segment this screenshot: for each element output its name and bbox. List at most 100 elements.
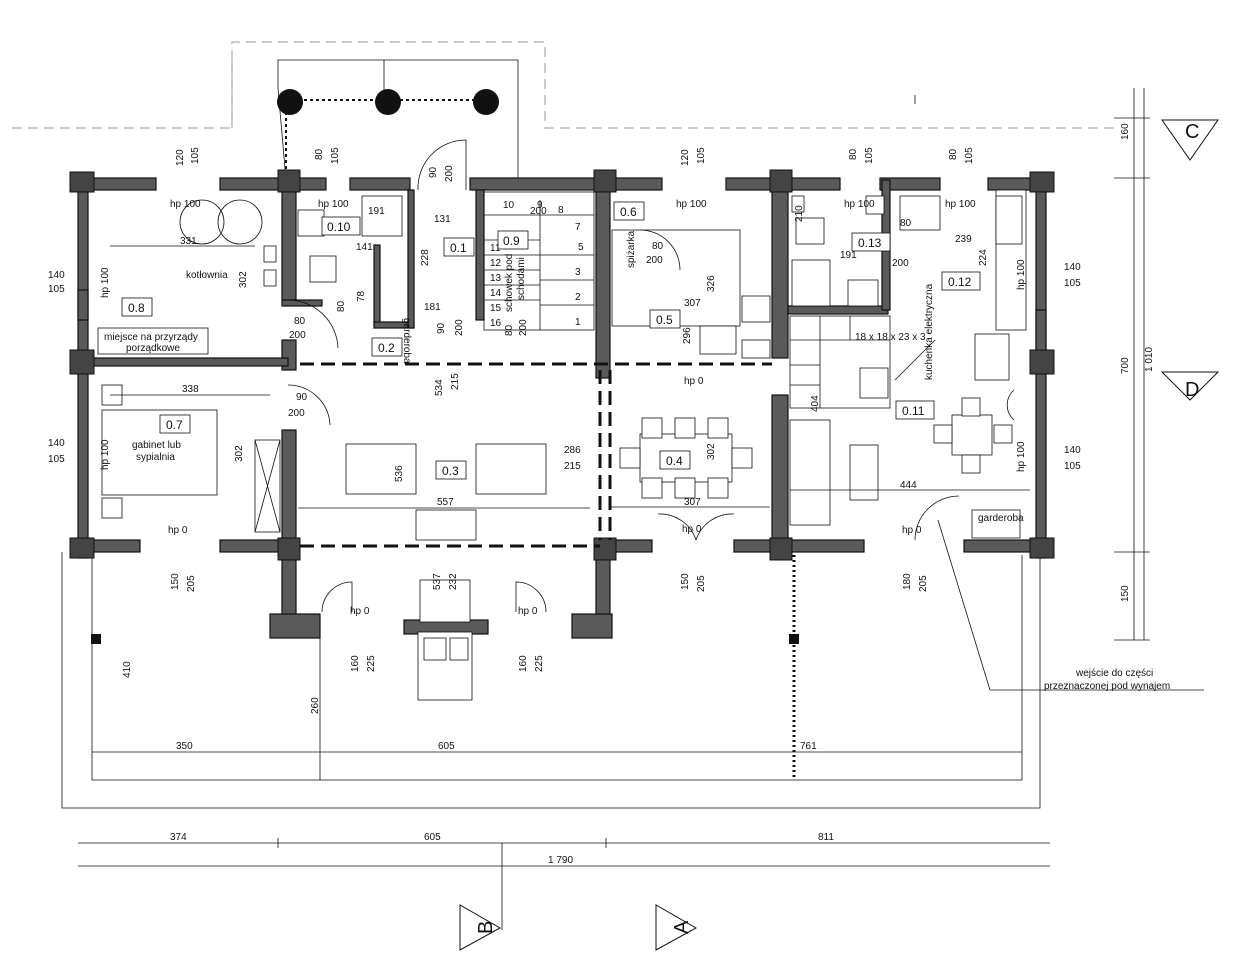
upper-floor-ghost-outline (12, 41, 1120, 129)
stair-step: 12 (490, 258, 502, 269)
dim-text: 80 (504, 324, 515, 336)
dim-text: 80 (314, 148, 325, 160)
entrance-pergola (277, 59, 519, 181)
dim-text: 200 (454, 319, 465, 336)
dim-text: 302 (706, 443, 717, 460)
door-swings (287, 139, 1015, 613)
stair-step: 7 (575, 222, 581, 233)
height-label: hp 0 (518, 606, 538, 617)
height-label: hp 0 (682, 524, 702, 535)
dim-text: 331 (180, 236, 197, 247)
room-id-0-2: 0.2 (378, 341, 395, 355)
dim-text: 160 (350, 655, 361, 672)
column-icon (473, 89, 499, 115)
dim-text: 105 (48, 454, 65, 465)
dim-text: 557 (437, 497, 454, 508)
label-spizarka: spiżarka (626, 230, 637, 268)
dim-text: 761 (800, 741, 817, 752)
dim-text: 80 (848, 148, 859, 160)
height-label: hp 100 (1016, 441, 1027, 472)
dim-text: 205 (696, 575, 707, 592)
dim-text: 90 (436, 322, 447, 334)
dim-text: 1 010 (1144, 347, 1155, 372)
dim-text: 180 (902, 573, 913, 590)
terrace-post (91, 634, 101, 644)
room-id-0-10: 0.10 (327, 220, 351, 234)
stair-step: 16 (490, 318, 502, 329)
dim-text: 141 (356, 242, 373, 253)
label-wejscie-line1: wejście do części (1075, 668, 1153, 679)
dim-text: 105 (1064, 461, 1081, 472)
label-miejsce-line2: porządkowe (126, 343, 180, 354)
dim-text: 105 (1064, 278, 1081, 289)
dim-text: 232 (448, 573, 459, 590)
height-label: hp 0 (168, 525, 188, 536)
dim-text: 307 (684, 497, 701, 508)
height-label: hp 0 (684, 376, 704, 387)
dim-text: 90 (296, 392, 308, 403)
label-schowek-line1: schowek pod (504, 254, 515, 312)
room-id-0-3: 0.3 (442, 464, 459, 478)
room-id-0-12: 0.12 (948, 275, 972, 289)
stair-step: 15 (490, 303, 502, 314)
dim-text: 150 (680, 573, 691, 590)
room-name-kotlownia: kotłownia (186, 270, 228, 281)
stair-step: 10 (503, 200, 515, 211)
height-label: hp 0 (902, 525, 922, 536)
section-c-label: C (1185, 121, 1199, 143)
dim-text: 700 (1120, 357, 1131, 374)
dim-text: 105 (330, 147, 341, 164)
dim-text: 1 790 (548, 855, 573, 866)
staircase-main (483, 191, 595, 331)
stair-step: 14 (490, 288, 502, 299)
room-id-0-4: 0.4 (666, 454, 683, 468)
dim-text: 215 (564, 461, 581, 472)
dim-text: 537 (432, 573, 443, 590)
dim-text: 534 (434, 379, 445, 396)
dim-text: 338 (182, 384, 199, 395)
section-a-label: A (671, 920, 693, 934)
height-label: hp 100 (676, 199, 707, 210)
dim-text: 80 (294, 316, 306, 327)
dim-text: 215 (450, 373, 461, 390)
dim-text: 260 (310, 697, 321, 714)
dim-text: 200 (530, 206, 547, 217)
dim-text: 326 (706, 275, 717, 292)
dim-text: 191 (368, 206, 385, 217)
dim-text: 105 (864, 147, 875, 164)
dim-text: 224 (978, 249, 989, 266)
dim-text: 140 (1064, 262, 1081, 273)
dim-text: 200 (444, 165, 455, 182)
dim-text: 150 (1120, 585, 1131, 602)
dim-text: 225 (366, 655, 377, 672)
height-label: hp 100 (170, 199, 201, 210)
dim-text: 205 (918, 575, 929, 592)
height-label: hp 100 (945, 199, 976, 210)
dim-text: 105 (964, 147, 975, 164)
dim-text: 131 (434, 214, 451, 225)
room-id-0-1: 0.1 (450, 241, 467, 255)
dim-text: 160 (518, 655, 529, 672)
stair-step: 13 (490, 273, 502, 284)
stair-step: 9 (537, 200, 543, 211)
dimension-lines (78, 88, 1204, 930)
label-gabinet-line1: gabinet lub (132, 440, 181, 451)
dim-text: 205 (186, 575, 197, 592)
height-label: hp 100 (100, 439, 111, 470)
room-id-0-8: 0.8 (128, 301, 145, 315)
dim-text: 200 (289, 330, 306, 341)
stair-step: 5 (578, 242, 584, 253)
dim-text: 80 (948, 148, 959, 160)
room-id-boxes (97, 201, 981, 480)
height-label: hp 100 (1016, 259, 1027, 290)
height-label: hp 100 (100, 267, 111, 298)
label-schowek-line2: schodami (516, 257, 527, 300)
label-kuchenka: kuchenka elektryczna (924, 283, 935, 380)
dim-text: 80 (652, 241, 664, 252)
dim-text: 80 (900, 218, 912, 229)
dim-text: 80 (336, 300, 347, 312)
terrace-post (789, 634, 799, 644)
dim-text: 160 (1120, 123, 1131, 140)
label-garderoba-main: garderoba (401, 318, 412, 364)
